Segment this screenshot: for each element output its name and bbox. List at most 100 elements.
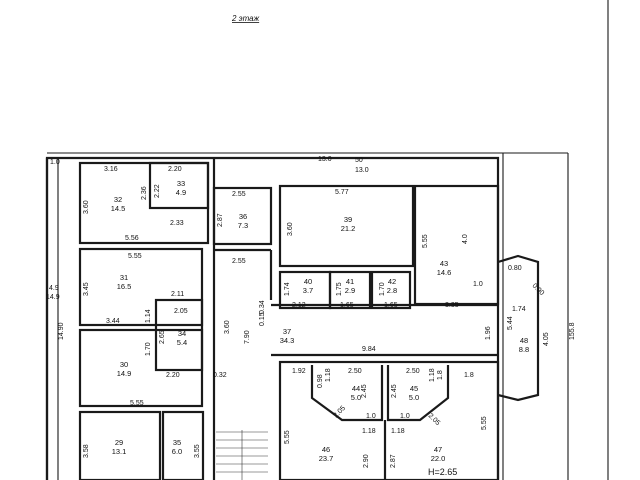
svg-text:36: 36 <box>239 212 247 221</box>
dim-label: 1.0 <box>473 281 483 288</box>
svg-text:37: 37 <box>283 327 291 336</box>
svg-text:43: 43 <box>440 259 448 268</box>
svg-text:40: 40 <box>304 277 312 286</box>
building-walls <box>45 152 569 480</box>
svg-text:23.7: 23.7 <box>319 454 334 463</box>
dim-label: 4.05 <box>543 332 550 346</box>
dim-label: 3.60 <box>83 200 90 214</box>
room-42: 422.8 <box>387 277 397 295</box>
svg-text:21.2: 21.2 <box>341 224 356 233</box>
dim-label: 13.0 <box>318 156 332 163</box>
dim-label: 1.65 <box>384 302 398 309</box>
dim-label: 1.70 <box>145 342 152 356</box>
dim-label: 50 <box>355 157 363 164</box>
dim-label: 5.55 <box>422 234 429 248</box>
dim-label: 2.12 <box>292 302 306 309</box>
dim-label: 2.20 <box>168 166 182 173</box>
room-33: 334.9 <box>176 179 186 197</box>
dim-label: 1.18 <box>325 368 332 382</box>
svg-text:6.0: 6.0 <box>172 447 182 456</box>
svg-text:48: 48 <box>520 336 528 345</box>
svg-text:29: 29 <box>115 438 123 447</box>
svg-text:46: 46 <box>322 445 330 454</box>
svg-text:13.1: 13.1 <box>112 447 127 456</box>
svg-text:3.7: 3.7 <box>303 286 313 295</box>
svg-text:22.0: 22.0 <box>431 454 446 463</box>
dim-label: 0.32 <box>213 372 227 379</box>
dim-label: 2.05 <box>427 412 442 427</box>
svg-text:14.6: 14.6 <box>437 268 452 277</box>
svg-text:45: 45 <box>410 384 418 393</box>
dim-label: 1.18 <box>391 428 405 435</box>
dim-label: 1.92 <box>292 368 306 375</box>
svg-text:35: 35 <box>173 438 181 447</box>
svg-text:14.9: 14.9 <box>117 369 132 378</box>
svg-text:14.5: 14.5 <box>111 204 126 213</box>
dim-label: 155.8 <box>569 322 576 340</box>
room-40: 403.7 <box>303 277 313 295</box>
dim-label: 2.05 <box>174 308 188 315</box>
room-45: 455.0 <box>409 384 419 402</box>
dim-label: 1.0 <box>50 159 60 166</box>
dim-label: 3.44 <box>106 318 120 325</box>
dim-label: 1.8 <box>437 370 444 380</box>
svg-text:47: 47 <box>434 445 442 454</box>
svg-text:41: 41 <box>346 277 354 286</box>
dim-label: 2.55 <box>232 258 246 265</box>
dim-label: 1.0 <box>366 413 376 420</box>
dim-label: 2.55 <box>232 191 246 198</box>
room-41: 412.9 <box>345 277 355 295</box>
dim-label: 3.16 <box>104 166 118 173</box>
svg-text:5.0: 5.0 <box>351 393 361 402</box>
dim-label: 7.90 <box>244 330 251 344</box>
dim-label: 1.14 <box>145 309 152 323</box>
dim-label: 2.50 <box>348 368 362 375</box>
dim-label: 3.58 <box>83 444 90 458</box>
svg-text:2.8: 2.8 <box>387 286 397 295</box>
svg-text:4.9: 4.9 <box>176 188 186 197</box>
svg-text:44: 44 <box>352 384 360 393</box>
dim-label: 1.96 <box>485 326 492 340</box>
svg-text:2.9: 2.9 <box>345 286 355 295</box>
dim-label: 1.75 <box>336 282 343 296</box>
dim-label: 1.70 <box>379 282 386 296</box>
dim-label: 0.80 <box>508 265 522 272</box>
dim-label: 5.77 <box>335 189 349 196</box>
dim-label: 0.98 <box>317 374 324 388</box>
svg-text:5.0: 5.0 <box>409 393 419 402</box>
room-35: 356.0 <box>172 438 182 456</box>
dim-label: 1.8 <box>464 372 474 379</box>
dim-label: 3.60 <box>224 320 231 334</box>
dim-label: 2.22 <box>154 184 161 198</box>
height-label: H=2.65 <box>428 467 457 477</box>
svg-text:34.3: 34.3 <box>280 336 295 345</box>
dim-label: 0.34 <box>259 300 266 314</box>
dim-label: 2.20 <box>166 372 180 379</box>
dim-label: 13.0 <box>355 167 369 174</box>
dim-label: 2.45 <box>391 384 398 398</box>
dim-label: 1.74 <box>284 282 291 296</box>
svg-text:31: 31 <box>120 273 128 282</box>
dim-label: 2.90 <box>363 454 370 468</box>
dim-label: 5.55 <box>130 400 144 407</box>
room-44: 445.0 <box>351 384 361 402</box>
svg-text:7.3: 7.3 <box>238 221 248 230</box>
room-48: 488.8 <box>519 336 529 354</box>
dim-label: 2.65 <box>159 330 166 344</box>
dim-label: 1.65 <box>340 302 354 309</box>
dim-label: 1.18 <box>429 368 436 382</box>
dim-label: 4.0 <box>462 234 469 244</box>
dim-label: 5.55 <box>128 253 142 260</box>
dim-label: 5.55 <box>284 430 291 444</box>
dim-label: 9.84 <box>362 346 376 353</box>
dim-label: 2.36 <box>141 186 148 200</box>
